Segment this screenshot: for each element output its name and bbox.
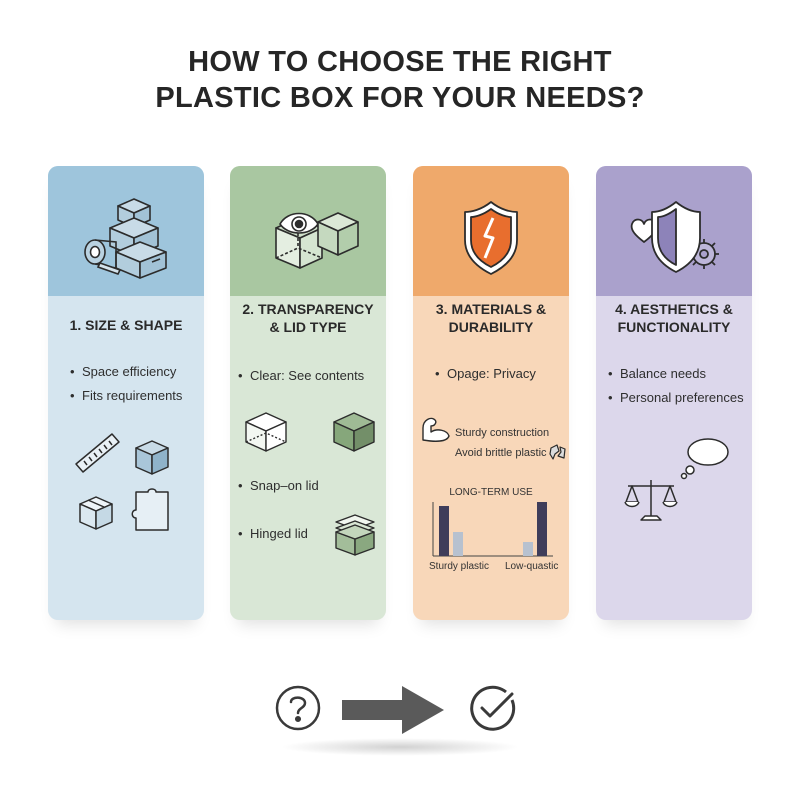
eye-box-icon bbox=[275, 212, 359, 269]
page-title: HOW TO CHOOSE THE RIGHT PLASTIC BOX FOR … bbox=[0, 44, 800, 116]
cube-icon bbox=[132, 438, 172, 478]
card-size-shape: 1. SIZE & SHAPE •Space efficiency •Fits … bbox=[48, 166, 204, 620]
bullet-item: •Snap–on lid bbox=[238, 478, 319, 493]
card-heading-line-2: & LID TYPE bbox=[269, 319, 347, 335]
chart-label: Low-quastic bbox=[505, 561, 559, 572]
bullet-text: Clear: See contents bbox=[250, 368, 365, 383]
thought-bubble-icon bbox=[680, 436, 730, 480]
open-box-icon bbox=[76, 492, 116, 532]
card-heading: 2. TRANSPARENCY & LID TYPE bbox=[234, 300, 382, 336]
bullet-item: •Space efficiency bbox=[70, 364, 177, 379]
bullet-text: Personal preferences bbox=[620, 390, 744, 405]
ruler-icon bbox=[72, 428, 124, 474]
chart-title: LONG-TERM USE bbox=[449, 487, 533, 498]
bar-lowq-high bbox=[537, 502, 547, 556]
card-heading: 3. MATERIALS & DURABILITY bbox=[417, 300, 565, 336]
title-line-2: PLASTIC BOX FOR YOUR NEEDS? bbox=[155, 82, 645, 114]
card-header-band bbox=[596, 166, 752, 296]
question-circle-icon bbox=[274, 684, 322, 732]
bar-lowq-low bbox=[523, 542, 533, 556]
card-header-band bbox=[413, 166, 569, 296]
note-text: Avoid brittle plastic bbox=[455, 447, 547, 459]
cracked-shield-icon bbox=[464, 201, 518, 275]
bullet-item: •Hinged lid bbox=[238, 526, 308, 541]
bar-sturdy-high bbox=[439, 506, 449, 556]
chart-label: Sturdy plastic bbox=[429, 561, 490, 572]
balance-scale-icon bbox=[624, 476, 678, 524]
card-heading-line-1: 4. AESTHETICS & bbox=[615, 301, 733, 317]
bullet-item: •Balance needs bbox=[608, 366, 707, 381]
right-arrow-icon bbox=[340, 682, 448, 738]
floor-shadow bbox=[280, 738, 520, 756]
card-transparency-lid: 2. TRANSPARENCY & LID TYPE •Clear: See c… bbox=[230, 166, 386, 620]
bullet-text: Fits requirements bbox=[82, 388, 183, 403]
puzzle-piece-icon bbox=[126, 486, 174, 534]
hinged-lid-box-icon bbox=[332, 512, 378, 558]
card-header-band bbox=[48, 166, 204, 296]
bullet-item: •Clear: See contents bbox=[238, 368, 365, 383]
solid-box-icon bbox=[317, 212, 359, 256]
card-heading-line-1: 2. TRANSPARENCY bbox=[242, 301, 374, 317]
bullet-text: Opage: Privacy bbox=[447, 366, 536, 381]
heart-shield-gear-icon bbox=[630, 201, 719, 273]
note-text: Sturdy construction bbox=[455, 427, 550, 439]
card-heading-line-1: 3. MATERIALS & bbox=[435, 301, 547, 317]
card-aesthetics-functionality: 4. AESTHETICS & FUNCTIONALITY •Balance n… bbox=[596, 166, 752, 620]
broken-plastic-icon bbox=[549, 442, 567, 462]
check-circle-icon bbox=[468, 684, 518, 734]
title-line-1: HOW TO CHOOSE THE RIGHT bbox=[188, 46, 612, 78]
durability-bar-chart bbox=[432, 502, 553, 557]
bar-sturdy-low bbox=[453, 532, 463, 556]
bullet-text: Space efficiency bbox=[82, 364, 177, 379]
tape-icon bbox=[84, 239, 122, 275]
stacked-boxes-icon bbox=[84, 198, 167, 279]
bullet-item: •Fits requirements bbox=[70, 388, 183, 403]
bullet-text: Hinged lid bbox=[250, 526, 308, 541]
bullet-text: Snap–on lid bbox=[250, 478, 319, 493]
flexed-arm-icon bbox=[417, 414, 453, 444]
bullet-text: Balance needs bbox=[620, 366, 707, 381]
card-materials-durability: 3. MATERIALS & DURABILITY •Opage: Privac… bbox=[413, 166, 569, 620]
bullet-item: •Personal preferences bbox=[608, 390, 744, 405]
clear-cube-icon bbox=[242, 408, 290, 456]
opaque-cube-icon bbox=[330, 408, 378, 456]
card-heading-line-2: DURABILITY bbox=[448, 319, 534, 335]
card-heading-line-2: FUNCTIONALITY bbox=[617, 319, 731, 335]
bullet-item: •Opage: Privacy bbox=[435, 366, 536, 381]
card-heading: 4. AESTHETICS & FUNCTIONALITY bbox=[600, 300, 748, 336]
card-header-band bbox=[230, 166, 386, 296]
card-heading: 1. SIZE & SHAPE bbox=[69, 317, 183, 333]
